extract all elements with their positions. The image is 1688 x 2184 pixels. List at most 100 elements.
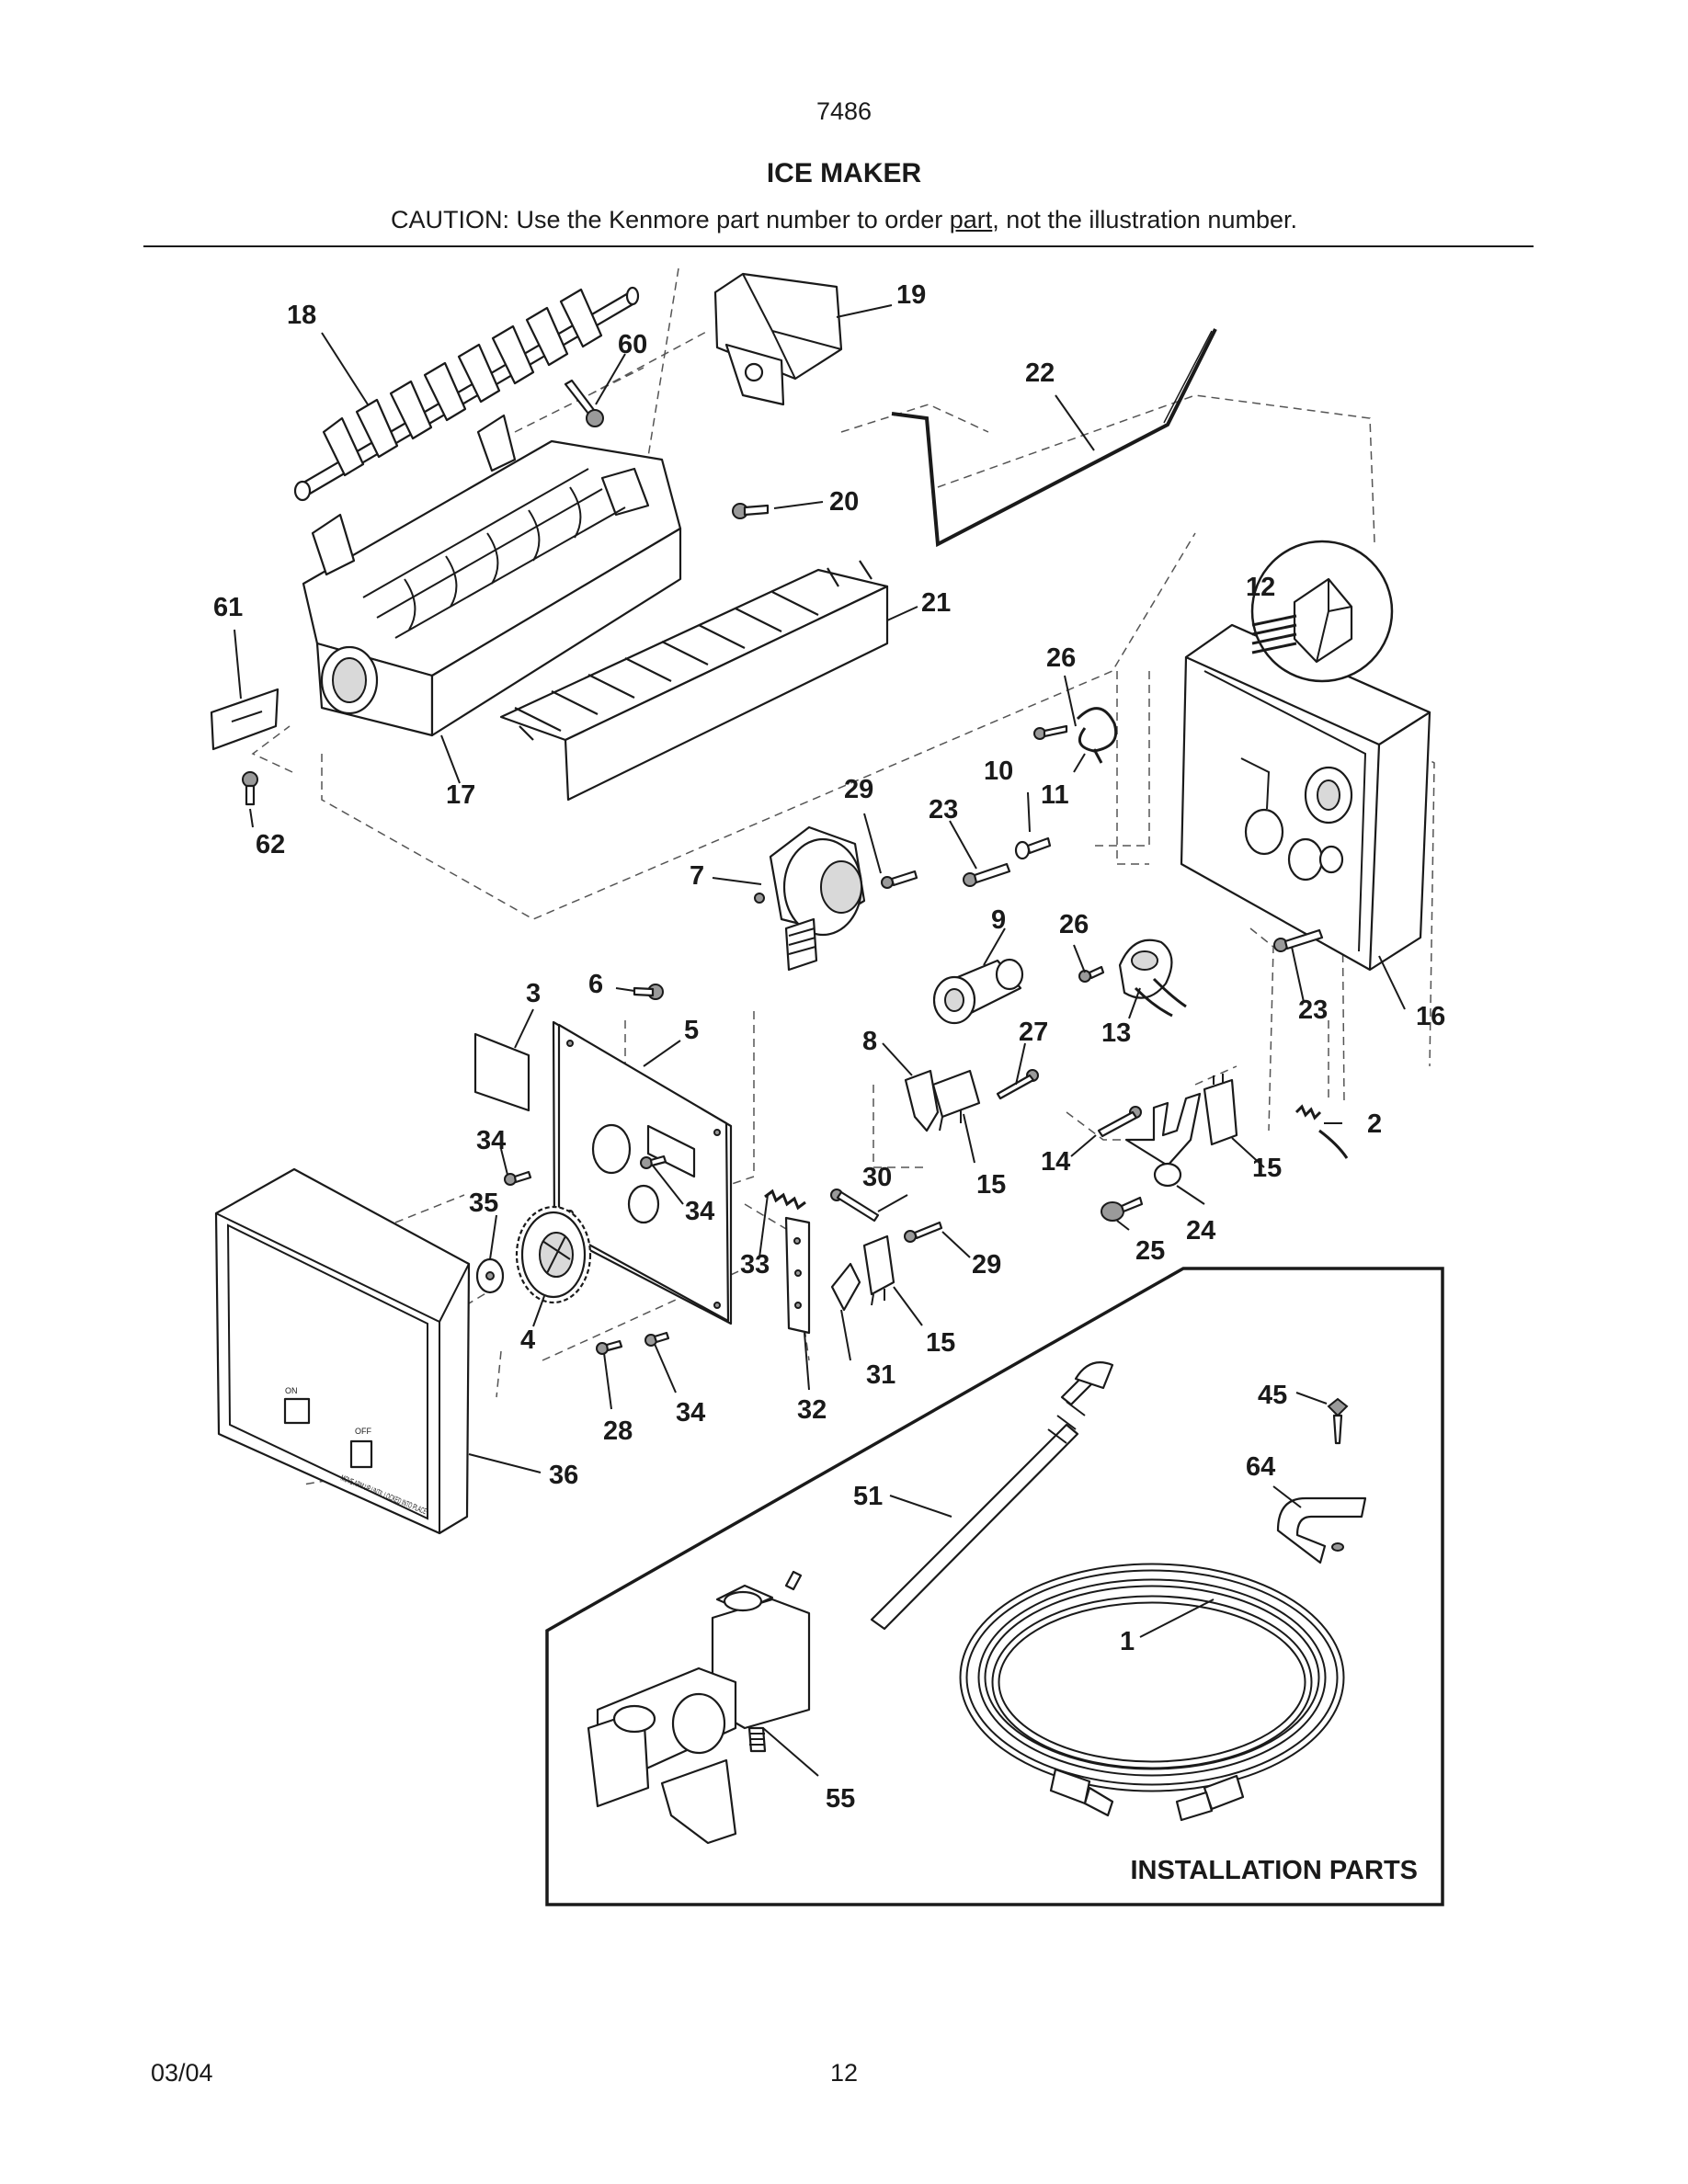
clip-part-11 bbox=[1076, 707, 1118, 764]
callout-23b: 23 bbox=[1298, 995, 1328, 1025]
header-divider bbox=[143, 245, 1534, 247]
spring-part-2 bbox=[1295, 1104, 1349, 1159]
ice-mold-part-17 bbox=[302, 414, 682, 737]
callout-32: 32 bbox=[797, 1395, 827, 1425]
housing-part-16 bbox=[1180, 623, 1431, 972]
callout-4: 4 bbox=[520, 1325, 535, 1355]
screw-part-25 bbox=[1101, 1196, 1144, 1222]
callout-34a: 34 bbox=[476, 1126, 506, 1155]
callout-29a: 29 bbox=[844, 775, 873, 804]
callout-1: 1 bbox=[1120, 1627, 1135, 1656]
fill-tube-part-51 bbox=[870, 1361, 1114, 1631]
ejector-part-18 bbox=[293, 286, 640, 502]
callout-33: 33 bbox=[740, 1250, 770, 1280]
callout-9: 9 bbox=[991, 905, 1006, 935]
callout-45: 45 bbox=[1258, 1381, 1287, 1410]
screw-part-29a bbox=[881, 870, 918, 889]
callout-15a: 15 bbox=[976, 1170, 1006, 1200]
shutoff-lever-part-8 bbox=[904, 1069, 940, 1132]
callout-60: 60 bbox=[618, 330, 647, 359]
footer-date: 03/04 bbox=[151, 2059, 213, 2087]
caution-text-end: , not the illustration number. bbox=[992, 206, 1297, 233]
timing-cam-part-9 bbox=[932, 958, 1024, 1025]
screw-part-29b bbox=[904, 1221, 943, 1243]
screw-part-27 bbox=[996, 1069, 1039, 1100]
callout-34c: 34 bbox=[676, 1398, 705, 1428]
spring-part-33 bbox=[764, 1189, 806, 1211]
caution-underlined-word: part bbox=[949, 206, 993, 233]
callout-36: 36 bbox=[549, 1461, 578, 1490]
switch-part-15a bbox=[931, 1069, 981, 1132]
callout-28: 28 bbox=[603, 1416, 633, 1446]
washer-part-10 bbox=[1014, 836, 1052, 860]
callout-26a: 26 bbox=[1046, 643, 1076, 673]
wire-harness-part-12 bbox=[1250, 540, 1394, 683]
callout-61: 61 bbox=[213, 593, 243, 622]
callout-21: 21 bbox=[921, 588, 951, 618]
caution-note: CAUTION: Use the Kenmore part number to … bbox=[0, 206, 1688, 234]
insulation-part-3 bbox=[473, 1032, 530, 1112]
fill-cup-part-19 bbox=[713, 272, 843, 406]
screw-part-45 bbox=[1327, 1397, 1349, 1445]
callout-51: 51 bbox=[853, 1482, 883, 1511]
callout-64: 64 bbox=[1246, 1452, 1275, 1482]
screw-part-62 bbox=[242, 771, 258, 806]
callout-10: 10 bbox=[984, 756, 1013, 786]
callout-31: 31 bbox=[866, 1360, 895, 1390]
callout-15b: 15 bbox=[1252, 1154, 1282, 1183]
drive-gear-part-4 bbox=[515, 1205, 592, 1304]
callout-13: 13 bbox=[1101, 1018, 1131, 1048]
screw-part-34b bbox=[640, 1155, 667, 1169]
callout-15c: 15 bbox=[926, 1328, 955, 1358]
front-cover-part-36: ON OFF MOVE ARM UP UNTIL LOCKED INTO PLA… bbox=[214, 1167, 471, 1535]
callout-29b: 29 bbox=[972, 1250, 1001, 1280]
screw-part-6 bbox=[633, 984, 664, 1000]
callout-27: 27 bbox=[1019, 1018, 1048, 1047]
callout-25: 25 bbox=[1135, 1236, 1165, 1266]
gear-mount-part-35 bbox=[475, 1257, 505, 1294]
screw-part-28 bbox=[596, 1339, 623, 1355]
callout-3: 3 bbox=[526, 979, 541, 1008]
callout-numbers: 18 60 19 22 20 21 61 62 17 12 26 10 11 2… bbox=[213, 280, 1445, 1814]
callout-23a: 23 bbox=[929, 795, 958, 825]
caution-text-start: CAUTION: Use the Kenmore part number to … bbox=[391, 206, 950, 233]
switch-part-15c bbox=[862, 1234, 895, 1306]
callout-17: 17 bbox=[446, 780, 475, 810]
model-number: 7486 bbox=[815, 97, 873, 125]
cover-off-marking: OFF bbox=[355, 1427, 371, 1436]
callout-19: 19 bbox=[896, 280, 926, 310]
switch-part-15b bbox=[1203, 1074, 1238, 1146]
screw-part-23b bbox=[1273, 928, 1324, 952]
screw-part-60 bbox=[564, 379, 604, 427]
stripper-part-21 bbox=[499, 560, 889, 802]
callout-11: 11 bbox=[1041, 780, 1069, 810]
screw-part-34a bbox=[504, 1170, 532, 1186]
clamp-part-64 bbox=[1276, 1496, 1367, 1564]
callout-34b: 34 bbox=[685, 1197, 714, 1226]
callout-35: 35 bbox=[469, 1189, 498, 1218]
callout-55: 55 bbox=[826, 1784, 855, 1814]
water-valve-part-55 bbox=[587, 1570, 811, 1845]
motor-part-7 bbox=[754, 825, 866, 972]
callout-6: 6 bbox=[588, 970, 603, 999]
shield-part-61 bbox=[210, 688, 279, 751]
water-tubing-part-1 bbox=[959, 1563, 1345, 1822]
callout-24: 24 bbox=[1186, 1216, 1215, 1246]
page-title: ICE MAKER bbox=[766, 158, 922, 188]
callout-26b: 26 bbox=[1059, 910, 1089, 939]
callout-16: 16 bbox=[1416, 1002, 1445, 1031]
leader-lines bbox=[234, 304, 1406, 1777]
screw-part-34c bbox=[644, 1331, 670, 1347]
callout-7: 7 bbox=[690, 861, 704, 891]
callout-2: 2 bbox=[1367, 1109, 1382, 1139]
callout-12: 12 bbox=[1246, 573, 1275, 602]
lever-part-31 bbox=[830, 1262, 861, 1312]
switch-bracket-part-32 bbox=[784, 1216, 811, 1335]
installation-parts-inset: INSTALLATION PARTS bbox=[545, 1267, 1444, 1906]
callout-62: 62 bbox=[256, 830, 285, 859]
callout-22: 22 bbox=[1025, 358, 1055, 388]
mounting-plate-part-5 bbox=[552, 1020, 733, 1325]
callout-5: 5 bbox=[684, 1016, 699, 1045]
shutoff-arm-part-24 bbox=[1124, 1092, 1202, 1188]
